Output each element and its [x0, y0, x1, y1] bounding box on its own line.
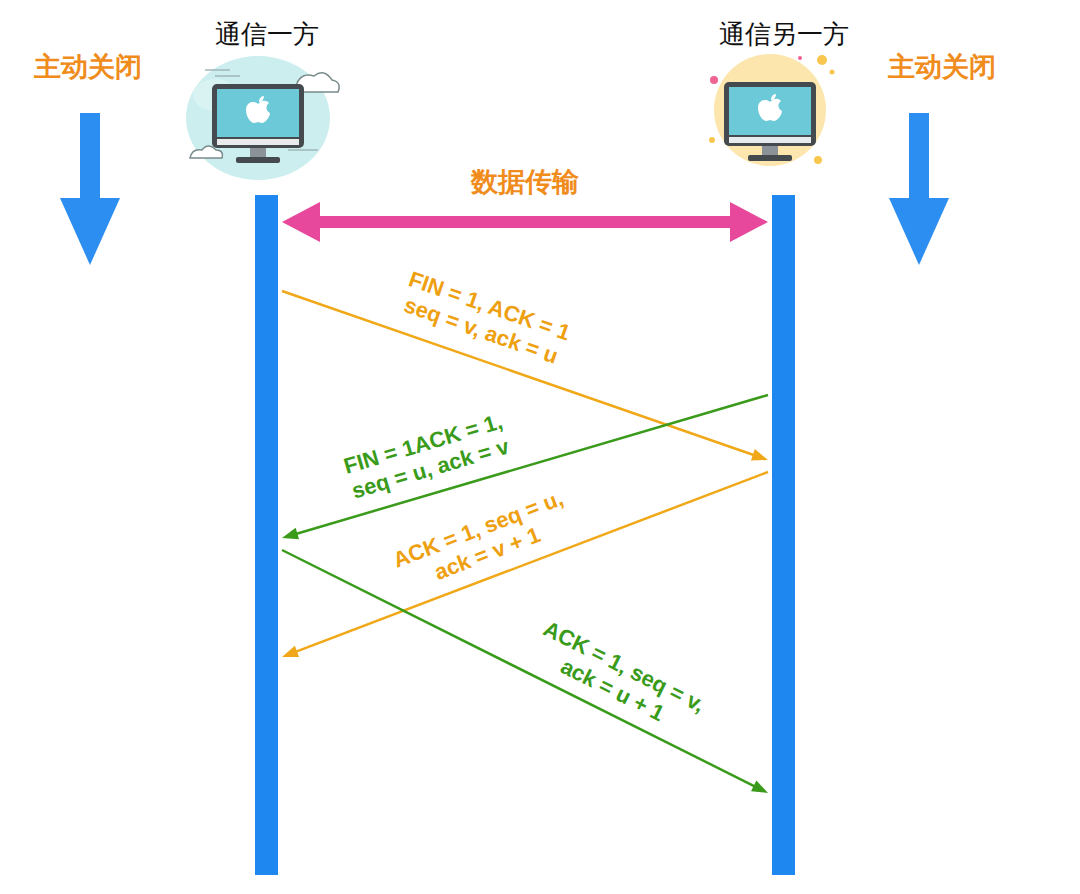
message-label: 数据传输: [468, 166, 582, 198]
message-label: FIN = 1ACK = 1, seq = u, ack = v: [321, 402, 534, 511]
arrow-head: [751, 449, 768, 460]
party-heading: 通信另一方: [719, 19, 849, 50]
arrow-head: [751, 780, 768, 793]
computer-icon: [709, 54, 835, 166]
arrow-head: [282, 528, 299, 540]
message-arrow: [282, 550, 768, 793]
arrow-shaft: [282, 550, 755, 787]
message-label: ACK = 1, seq = u, ack = v + 1: [377, 481, 588, 604]
down-arrow: [889, 113, 949, 265]
lifeline: 通信另一方: [772, 195, 795, 875]
message-arrow: [282, 202, 768, 242]
party-heading: 通信一方: [215, 19, 319, 50]
lifeline: 通信一方: [255, 195, 278, 875]
message-label: FIN = 1, ACK = 1 seq = v, ack = u: [379, 260, 591, 378]
message-label: ACK = 1, seq = v, ack = u + 1: [514, 609, 722, 748]
computer-icon: [186, 56, 339, 180]
arrow-head: [282, 646, 299, 657]
down-arrow: [60, 113, 120, 265]
arrow-shaft: [316, 216, 734, 228]
close-label: 主动关闭: [888, 51, 996, 83]
close-label: 主动关闭: [34, 51, 142, 83]
arrow-head: [282, 202, 320, 242]
arrow-head: [730, 202, 768, 242]
